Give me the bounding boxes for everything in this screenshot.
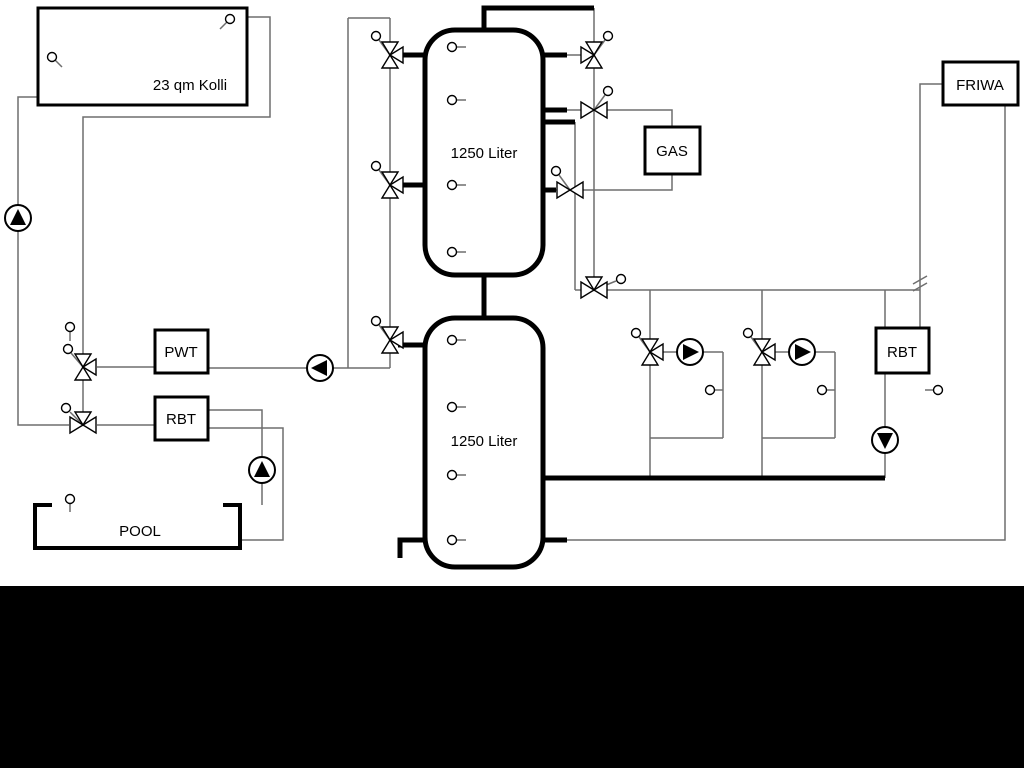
tank-stubs — [397, 52, 575, 558]
heating-circuit-2-pump — [788, 338, 816, 366]
rbt-left-label: RBT — [166, 411, 196, 428]
gas-return-valve — [550, 165, 584, 200]
solar-collector-box — [36, 6, 249, 107]
friwa-box — [941, 60, 1020, 107]
tank1-sensor-1 — [446, 41, 466, 53]
gas-label: GAS — [656, 143, 688, 160]
friwa-label: FRIWA — [956, 77, 1004, 94]
heating-circuit-2-sensor — [816, 384, 835, 396]
tank2-sensor-1 — [446, 334, 466, 346]
collector-return-sensor — [46, 51, 63, 68]
tank1-top-header — [481, 5, 594, 33]
pipes-thick — [397, 5, 885, 558]
heating-circuit-2-mixing-valve — [742, 327, 776, 366]
pwt-label: PWT — [164, 344, 197, 361]
tank2-sensor-2 — [446, 401, 466, 413]
pool-return-pipe — [208, 427, 284, 541]
pool-label: POOL — [119, 523, 161, 540]
gas-supply-valve — [580, 85, 614, 120]
solar-pump — [4, 204, 32, 232]
rbt-right-label: RBT — [887, 344, 917, 361]
pipe-crossing-ticks — [912, 275, 928, 292]
solar-return-pipe — [17, 96, 69, 426]
tank1-label: 1250 Liter — [451, 145, 518, 162]
tank2-charge-valve — [370, 315, 404, 354]
tank1-top-charge-valve — [370, 30, 404, 69]
pwt-sensor — [64, 321, 76, 341]
pwt-box — [153, 328, 210, 375]
tank1-sensor-3 — [446, 179, 466, 191]
rbt-right-box — [874, 326, 931, 375]
letterbox-bar — [0, 586, 1024, 768]
solar-rbt-valve — [60, 402, 97, 435]
tank2-label: 1250 Liter — [451, 433, 518, 450]
distribution-valve — [580, 273, 627, 300]
friwa-bottom-pipe — [567, 105, 1006, 541]
tank1-mid-charge-valve — [370, 160, 404, 199]
tank2-sensor-4 — [446, 534, 466, 546]
tank2-sensor-3 — [446, 469, 466, 481]
rbt-right-sensor — [925, 384, 944, 396]
pool-pump — [248, 456, 276, 484]
heating-circuit-1-sensor — [704, 384, 723, 396]
pool-basin — [33, 503, 242, 550]
solar-supply-pipe — [82, 16, 271, 360]
tank1-sensor-4 — [446, 246, 466, 258]
heating-circuit-1-pump — [676, 338, 704, 366]
buffer-tank-top — [422, 27, 546, 278]
gas-boiler-box — [643, 125, 702, 176]
pool-sensor — [64, 493, 76, 512]
charge-pump — [306, 354, 334, 382]
collector-label: 23 qm Kolli — [153, 77, 227, 94]
tank1-sensor-2 — [446, 94, 466, 106]
collector-temp-sensor — [219, 13, 236, 30]
heating-circuit-1-mixing-valve — [630, 327, 664, 366]
tank1-top-outlet-valve — [580, 30, 614, 69]
rbt-left-box — [153, 395, 210, 442]
solar-pwt-valve — [62, 343, 97, 381]
buffer-tank-bottom — [422, 315, 546, 570]
circulation-pump — [871, 426, 899, 454]
